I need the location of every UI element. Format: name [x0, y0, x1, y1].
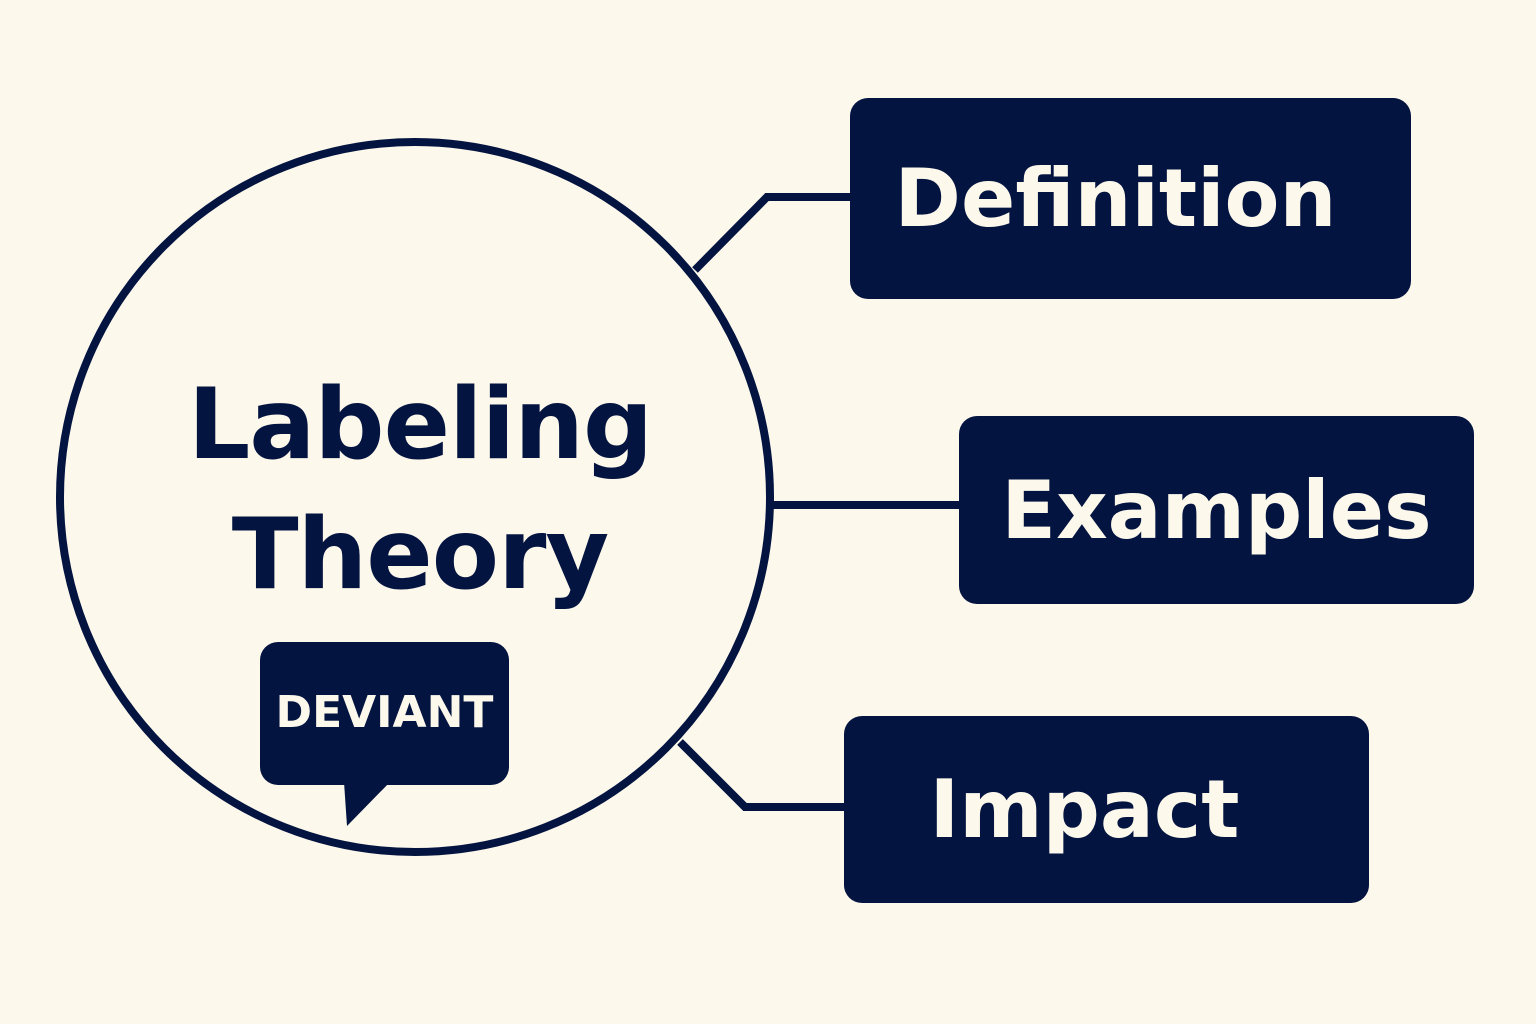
branch-label: Impact [929, 763, 1240, 856]
speech-bubble-tail [344, 782, 390, 826]
central-circle [56, 138, 774, 856]
branch-label: Definition [894, 152, 1337, 245]
badge-label: DEVIANT [275, 687, 494, 738]
title-line-2: Theory [231, 498, 610, 612]
central-topic-title: Labeling Theory [150, 360, 690, 620]
branch-box-impact: Impact [844, 716, 1369, 903]
speech-bubble-badge: DEVIANT [260, 642, 509, 785]
branch-box-examples: Examples [959, 416, 1474, 604]
title-line-1: Labeling [187, 368, 653, 482]
branch-box-definition: Definition [850, 98, 1411, 299]
branch-label: Examples [1001, 463, 1432, 557]
connector-impact [677, 739, 846, 811]
connector-definition [692, 193, 852, 273]
